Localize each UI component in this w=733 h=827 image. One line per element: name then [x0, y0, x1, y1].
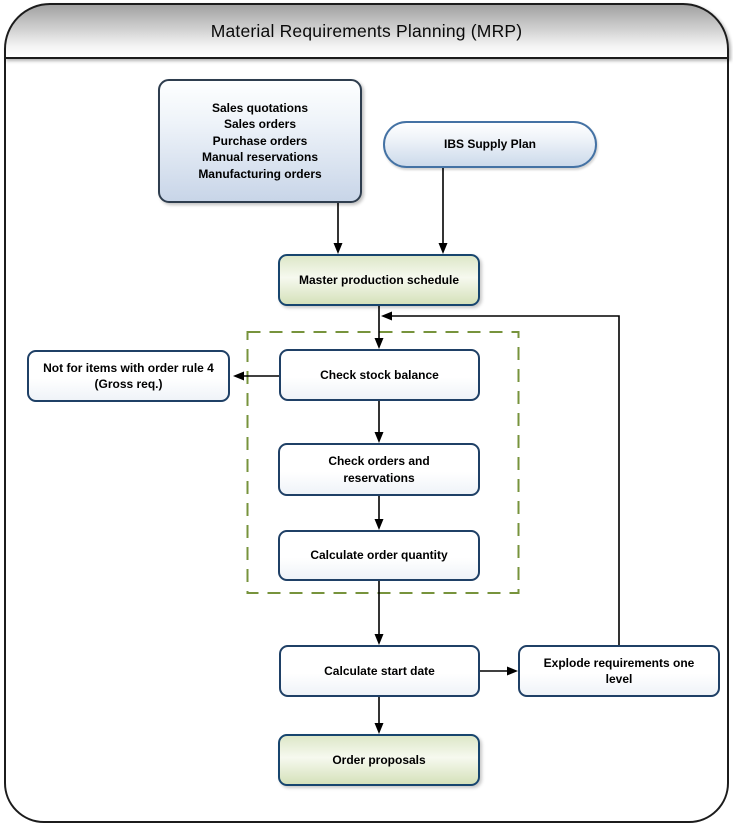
arrow-checkorders-to-calcqty: [374, 496, 384, 530]
arrow-ibs-to-master: [438, 168, 448, 254]
diagram-title-banner: Material Requirements Planning (MRP): [4, 3, 729, 59]
arrow-checkstock-to-checkorders: [374, 401, 384, 443]
node-not-for-items-note-label: Not for items with order rule 4 (Gross r…: [43, 360, 214, 391]
arrow-checkstock-to-notitems: [233, 371, 279, 381]
node-calculate-start-date: Calculate start date: [279, 645, 480, 697]
mrp-loop-group-border: [246, 331, 520, 594]
node-check-stock-balance: Check stock balance: [279, 349, 480, 401]
node-input-sources: Sales quotations Sales orders Purchase o…: [158, 79, 362, 203]
arrow-calcstart-to-explode: [480, 666, 518, 676]
node-calculate-order-quantity-label: Calculate order quantity: [310, 548, 448, 563]
node-check-orders-reservations: Check orders and reservations: [278, 443, 480, 496]
node-master-production-schedule-label: Master production schedule: [298, 272, 460, 287]
node-explode-requirements: Explode requirements one level: [518, 645, 720, 697]
node-check-stock-balance-label: Check stock balance: [320, 367, 439, 382]
node-check-orders-reservations-label: Check orders and reservations: [328, 454, 430, 485]
node-calculate-order-quantity: Calculate order quantity: [278, 530, 480, 581]
node-ibs-supply-plan-label: IBS Supply Plan: [443, 137, 536, 152]
node-order-proposals: Order proposals: [278, 734, 480, 786]
node-explode-requirements-label: Explode requirements one level: [543, 655, 695, 686]
node-master-production-schedule: Master production schedule: [278, 254, 480, 306]
node-not-for-items-note: Not for items with order rule 4 (Gross r…: [27, 350, 230, 402]
arrow-explode-feedback: [381, 311, 620, 645]
arrow-calcstart-to-proposals: [374, 697, 384, 734]
node-calculate-start-date-label: Calculate start date: [324, 663, 435, 678]
node-order-proposals-label: Order proposals: [332, 752, 426, 767]
arrow-sources-to-master: [333, 203, 343, 254]
node-ibs-supply-plan: IBS Supply Plan: [383, 121, 597, 168]
arrow-master-to-checkstock: [374, 306, 384, 349]
arrow-calcqty-to-calcstart: [374, 581, 384, 645]
node-input-sources-label: Sales quotations Sales orders Purchase o…: [198, 100, 322, 181]
page-title: Material Requirements Planning (MRP): [210, 20, 523, 41]
